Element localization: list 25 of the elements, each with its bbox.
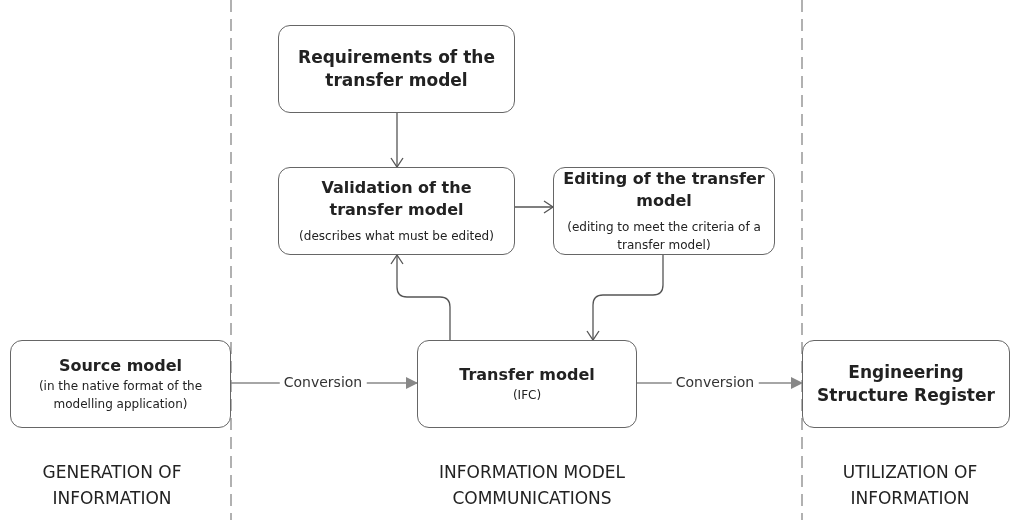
box-title: Engineering Structure Register (816, 361, 996, 407)
arrow (514, 200, 554, 214)
section-label: UTILIZATION OF INFORMATION (841, 461, 979, 511)
box-title: Validation of the transfer model (320, 177, 473, 221)
box-title: Requirements of the transfer model (297, 46, 496, 92)
section-label: GENERATION OF INFORMATION (41, 461, 183, 511)
box-description: (in the native format of the modelling application) (37, 377, 204, 413)
process-box (10, 340, 231, 428)
process-box (553, 167, 775, 255)
box-description: (editing to meet the criteria of a transfer model) (566, 218, 762, 254)
process-box (417, 340, 637, 428)
arrow (390, 112, 404, 168)
arrow (586, 254, 664, 341)
edge-label: Conversion (671, 374, 759, 390)
box-title: Source model (58, 355, 183, 377)
box-title: Editing of the transfer model (562, 168, 766, 212)
box-title: Transfer model (459, 364, 595, 386)
section-label: INFORMATION MODEL COMMUNICATIONS (438, 461, 626, 511)
edge-label: Conversion (279, 374, 367, 390)
box-description: (describes what must be edited) (299, 227, 494, 245)
arrow (390, 254, 451, 341)
box-description: (IFC) (512, 386, 542, 404)
process-box (278, 167, 515, 255)
process-box (802, 340, 1010, 428)
process-box (278, 25, 515, 113)
